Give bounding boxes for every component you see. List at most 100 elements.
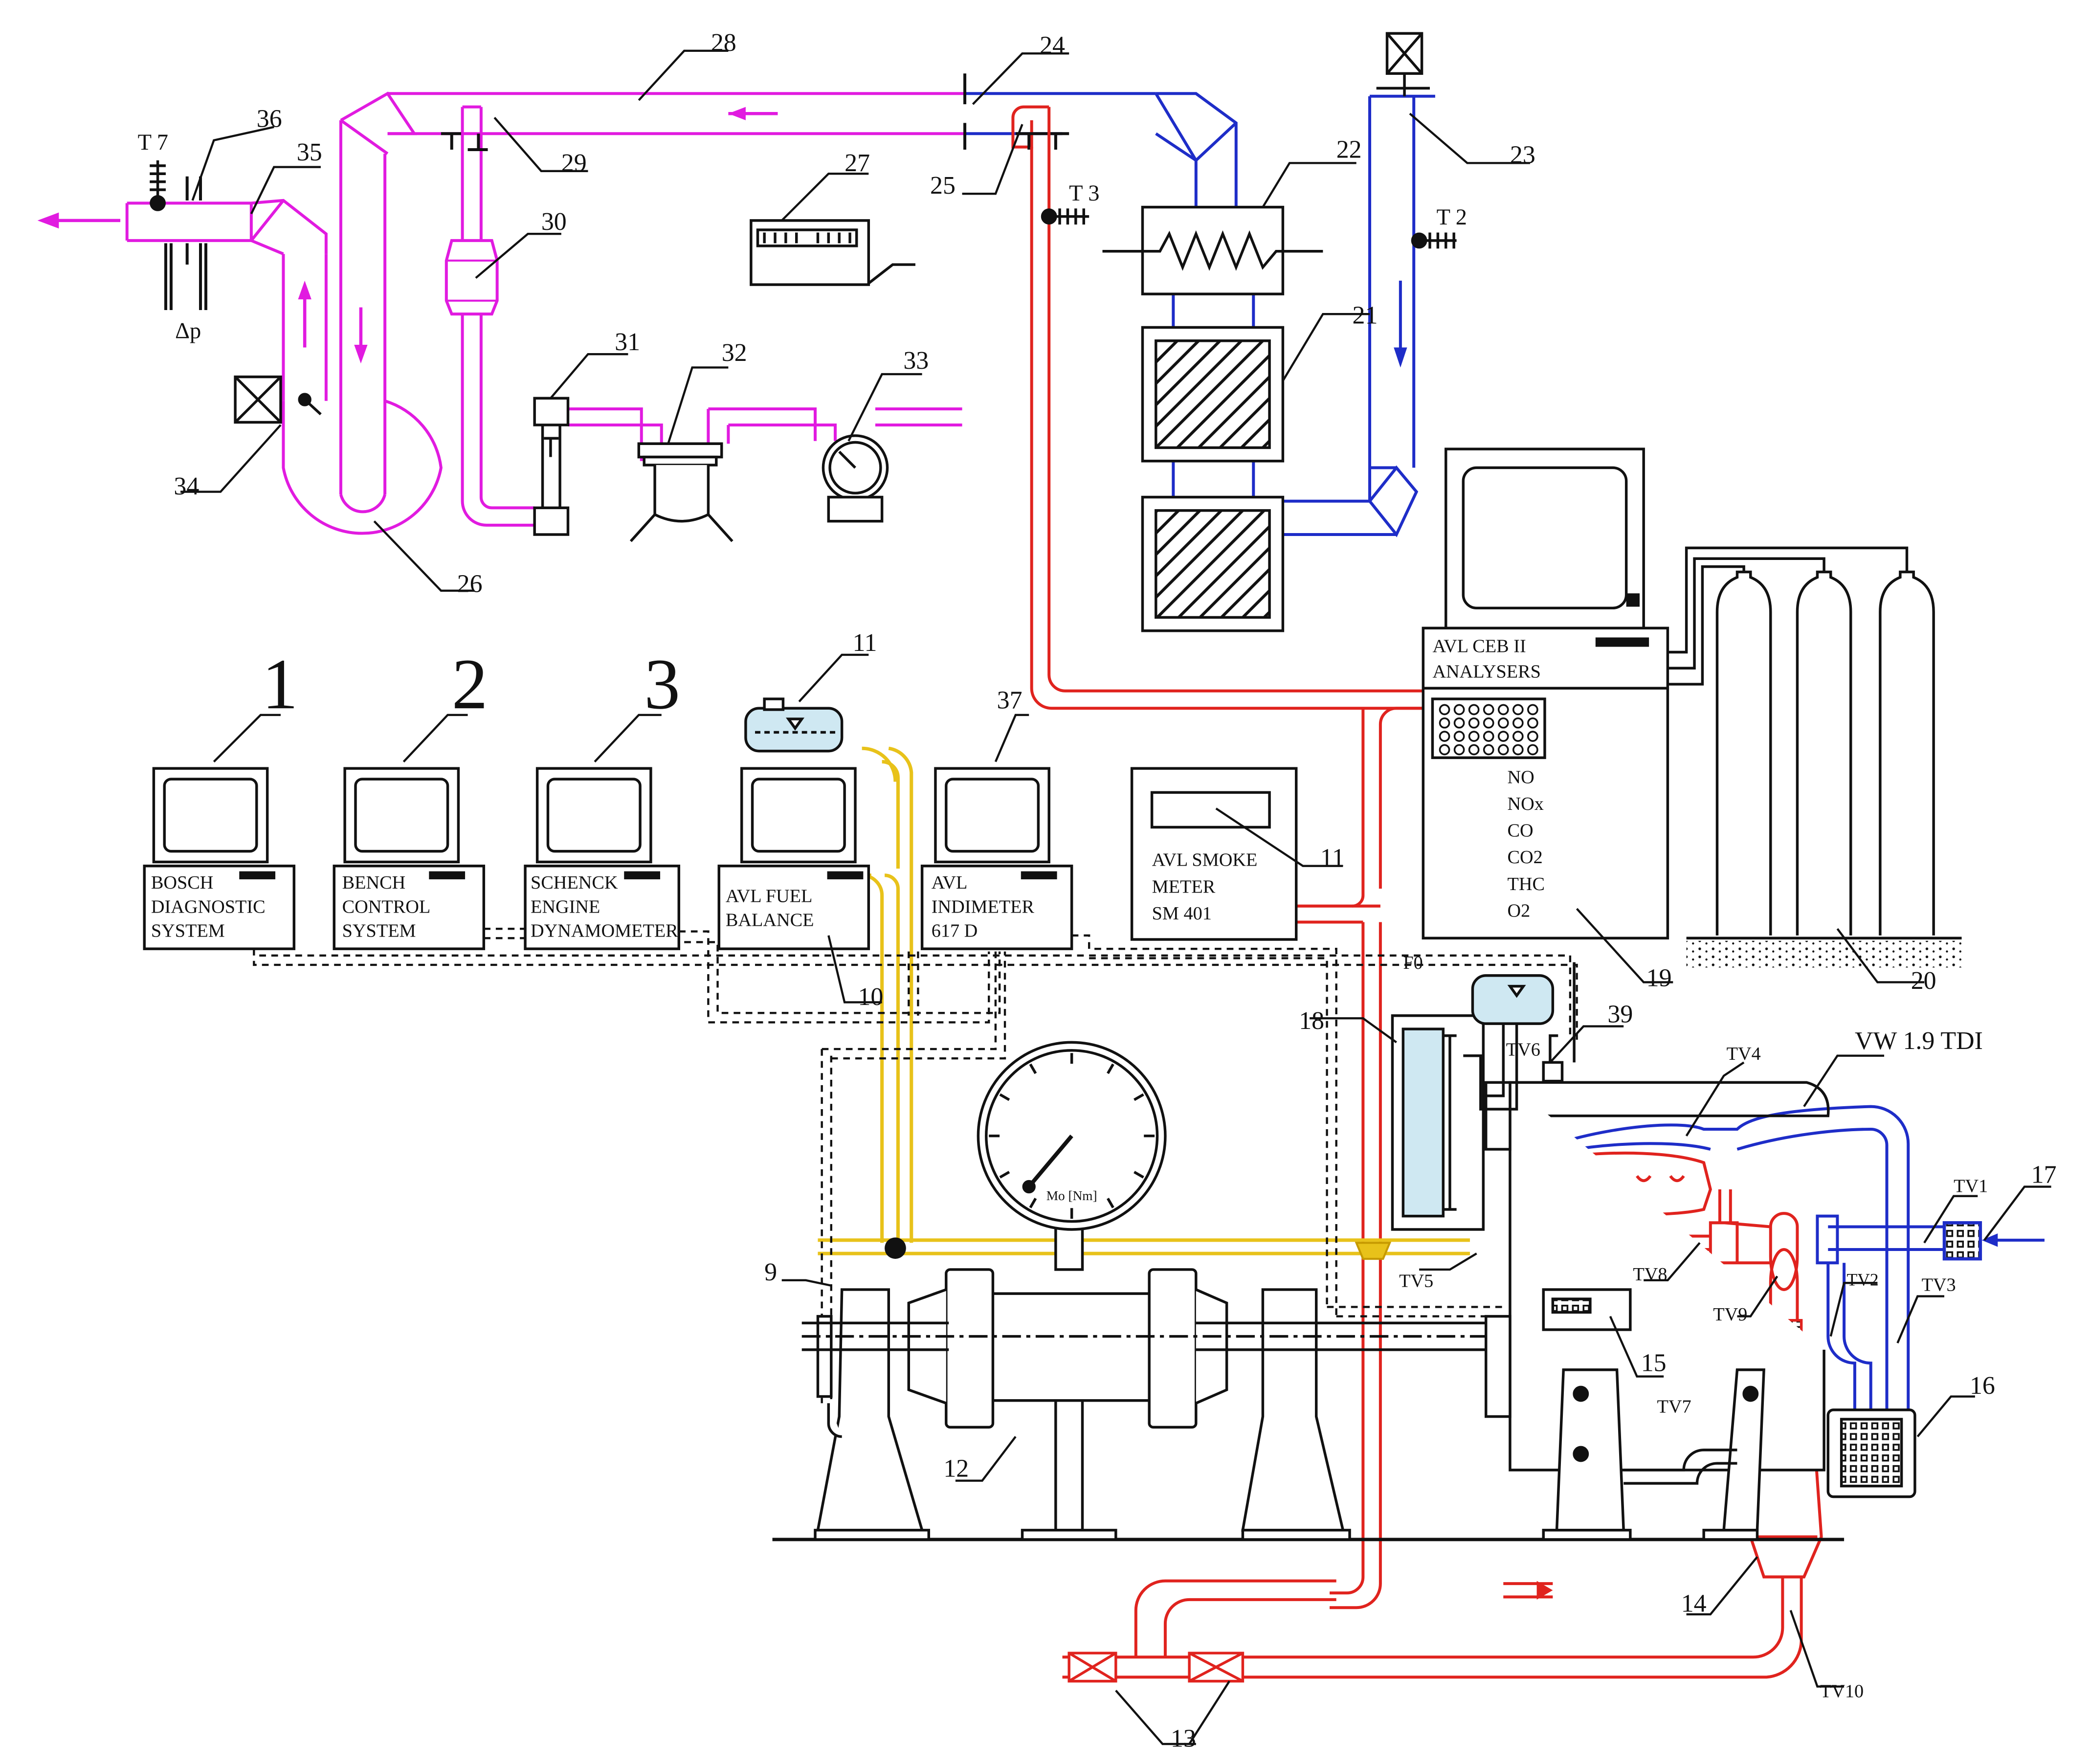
callout-32: 32 [722,339,747,367]
analyser-keypad [1439,704,1538,756]
particle-filter-30 [445,239,499,316]
gauge-ticks [989,1053,1155,1219]
bosch-label-2: DIAGNOSTIC [151,896,266,917]
keypad-dot [1468,744,1480,756]
keypad-dot [1527,704,1538,715]
computer-10 [717,767,870,950]
analyser-title-2: ANALYSERS [1432,661,1540,682]
f0-label: F0 [1403,953,1423,973]
schenck-label-3: DYNAMOMETER [531,921,678,941]
callout-17: 17 [2031,1161,2057,1188]
keypad-dot [1497,717,1509,729]
keypad-dot [1497,731,1509,742]
tv3-label: TV3 [1922,1275,1956,1295]
keypad-dot [1527,717,1538,729]
callout-39: 39 [1607,1000,1633,1028]
keypad-dot [1439,704,1450,715]
thermometer-t2 [1411,232,1457,249]
intercooler-16 [1826,1408,1916,1498]
keypad-dot [1527,744,1538,756]
gauge-tick [1029,1063,1037,1074]
engine-block [1485,962,1830,1541]
callout-12: 12 [943,1454,969,1482]
smoke-meter-11 [1130,767,1298,941]
callout-14: 14 [1681,1589,1707,1617]
gas-o2: O2 [1507,901,1530,921]
device-labels: BOSCH DIAGNOSTIC SYSTEM BENCH CONTROL SY… [151,318,1983,1203]
gauge-label: Mo [Nm] [1046,1188,1097,1203]
keypad-dot [1453,717,1465,729]
gauge-tick [1107,1063,1114,1074]
outlet-pipe-36 [125,201,251,242]
thermometer-t7 [150,160,166,211]
blower-motor-34 [234,375,322,424]
sample-line-29 [461,105,535,527]
callout-11-tank: 11 [853,629,877,657]
callout-9: 9 [764,1258,777,1286]
callout-19: 19 [1646,964,1672,992]
ground-hatch [1686,940,1962,968]
callout-1: 1 [262,644,298,724]
tunnel-corner [340,91,417,155]
gas-co2: CO2 [1507,847,1542,868]
up-pipe [282,254,328,401]
callout-13: 13 [1171,1724,1196,1752]
callout-15: 15 [1641,1349,1667,1377]
callout-22: 22 [1336,135,1362,163]
keypad-dot [1468,731,1480,742]
bosch-label-1: BOSCH [151,872,214,893]
keypad-dot [1468,704,1480,715]
callout-30: 30 [541,208,567,236]
tv7-label: TV7 [1657,1396,1691,1417]
air-filters-21 [1141,326,1285,632]
counter-27 [750,219,915,286]
indimeter-label-3: 617 D [932,921,978,941]
callout-3: 3 [644,644,680,724]
t3-label: T 3 [1069,181,1099,206]
gas-nox: NOx [1507,794,1543,814]
tv5-label: TV5 [1399,1271,1433,1291]
keypad-dot [1483,717,1494,729]
callout-11-smoke: 11 [1320,844,1345,872]
callout-34: 34 [174,472,199,500]
orifice-plate-36 [164,176,207,310]
keypad-dot [1453,731,1465,742]
bench-label-2: CONTROL [342,896,431,917]
callout-27: 27 [845,149,870,177]
t7-label: T 7 [138,130,168,155]
torque-gauge [977,1041,1167,1271]
smoke-label-1: AVL SMOKE [1152,850,1258,871]
callout-2: 2 [452,644,488,724]
keypad-dot [1439,744,1450,756]
gas-co: CO [1507,821,1533,841]
keypad-dot [1497,744,1509,756]
filter-line [568,407,962,461]
gas-thc: THC [1507,874,1545,894]
dilution-tunnel-28 [387,92,965,135]
temperature-labels: T 2 T 3 T 7 F0 TV1 TV2 TV3 TV4 TV5 TV6 T… [138,130,1988,1701]
tv8-label: TV8 [1633,1264,1667,1285]
fuel-tank-11 [744,697,844,753]
schenck-label-2: ENGINE [531,896,600,917]
air-heater-22 [1102,205,1323,295]
tv2-label: TV2 [1847,1270,1879,1290]
bosch-label-3: SYSTEM [151,921,225,941]
callout-29: 29 [561,149,587,177]
callout-33: 33 [903,347,929,375]
fuel-label-1: AVL FUEL [726,886,812,906]
data-cables [253,927,1578,1404]
smoke-label-2: METER [1152,876,1216,897]
callout-21: 21 [1352,301,1378,329]
callout-36: 36 [257,105,282,133]
keypad-dot [1512,731,1524,742]
vacuum-pump-33 [822,434,889,523]
keypad-dot [1483,744,1494,756]
tv10-label: TV10 [1820,1681,1864,1701]
leader-lines [180,49,2051,1745]
callout-35: 35 [297,138,322,166]
tv6-label: TV6 [1506,1040,1540,1060]
gauge-tick [1107,1198,1114,1208]
fuel-valve [1355,1242,1392,1260]
delta-p-label: Δp [175,318,201,343]
